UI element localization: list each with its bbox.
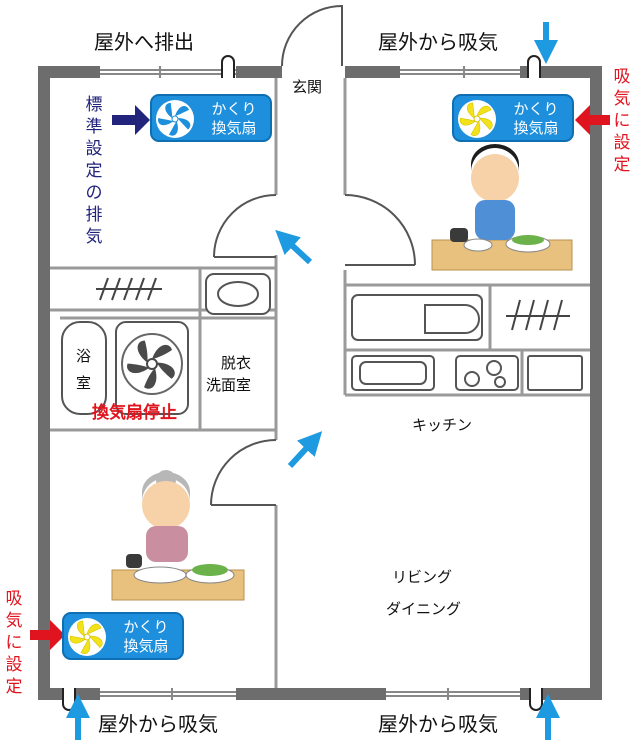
- windows: [100, 66, 520, 700]
- intake-setting-annotation-right: 吸気に設定: [613, 67, 631, 175]
- fan-stopped-label: 換気扇停止: [92, 403, 177, 423]
- grandma-eating-illustration: [111, 470, 245, 601]
- outside-intake-label-bottom-right: 屋外から吸気: [378, 712, 498, 736]
- fan-badge-line1: かくり: [513, 100, 559, 118]
- room-label-bath-2: 室: [76, 374, 92, 392]
- outside-exhaust-label: 屋外へ排出: [94, 30, 194, 54]
- fan-badge-intake-left: かくり 換気扇: [62, 612, 184, 660]
- intake-arrow-left: [30, 620, 65, 650]
- room-label-entrance: 玄関: [292, 78, 323, 96]
- closet-hatching: [96, 277, 570, 331]
- airflow-arrows: [66, 22, 560, 740]
- doors: [210, 4, 416, 506]
- fan-badge-line1: かくり: [123, 618, 169, 636]
- interior-walls: [50, 78, 590, 688]
- intake-setting-annotation-left: 吸気に設定: [5, 589, 23, 697]
- fan-badge-line2: 換気扇: [123, 637, 169, 655]
- room-label-dressing-1: 脱衣: [221, 354, 252, 372]
- outside-intake-label-bottom-left: 屋外から吸気: [98, 712, 218, 736]
- fan-badge-line1: かくり: [211, 100, 257, 118]
- fan-icon-yellow: [68, 618, 106, 656]
- outside-intake-label-top-right: 屋外から吸気: [378, 30, 498, 54]
- fan-icon-white: [156, 100, 194, 138]
- fan-icon-yellow: [458, 100, 496, 138]
- room-label-kitchen: キッチン: [412, 416, 473, 434]
- fan-badge-line2: 換気扇: [513, 119, 559, 137]
- intake-arrow-right: [575, 105, 610, 135]
- fan-badge-exhaust: かくり 換気扇: [150, 94, 272, 142]
- room-label-bath-1: 浴: [76, 347, 92, 365]
- standard-exhaust-annotation: 標準設定の排気: [85, 95, 103, 247]
- boy-eating-illustration: [431, 144, 573, 271]
- room-label-dressing-2: 洗面室: [206, 376, 252, 394]
- exhaust-arrow: [112, 105, 150, 135]
- fan-badge-line2: 換気扇: [211, 119, 257, 137]
- room-label-living: リビング: [392, 568, 453, 586]
- stopped-fan-icon: [121, 333, 183, 395]
- fan-badge-intake-right: かくり 換気扇: [452, 94, 574, 142]
- room-label-dining: ダイニング: [386, 600, 462, 618]
